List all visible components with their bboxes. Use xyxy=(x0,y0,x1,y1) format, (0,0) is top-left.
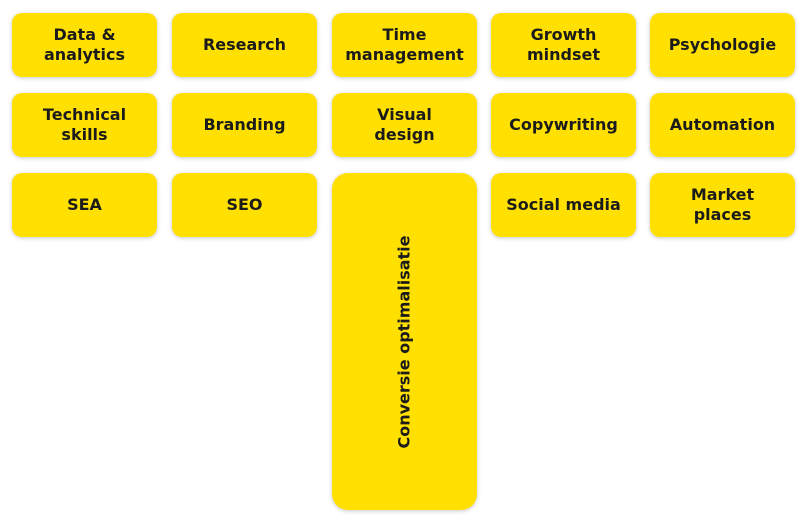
skill-tile-sea: SEA xyxy=(12,173,157,237)
skill-tile-time-management: Time management xyxy=(332,13,477,77)
skill-label: Research xyxy=(202,35,287,54)
skill-tile-research: Research xyxy=(172,13,317,77)
skill-label: Technical skills xyxy=(42,105,127,144)
skill-label: Growth mindset xyxy=(526,25,601,64)
skill-label: Psychologie xyxy=(668,35,777,54)
skill-label: Automation xyxy=(669,115,776,134)
skill-tile-technical-skills: Technical skills xyxy=(12,93,157,157)
skill-tile-seo: SEO xyxy=(172,173,317,237)
skill-label: Copywriting xyxy=(509,115,618,134)
skill-label: Visual design xyxy=(374,105,435,144)
skill-tile-automation: Automation xyxy=(650,93,795,157)
skill-tile-visual-design: Visual design xyxy=(332,93,477,157)
skill-tile-psychologie: Psychologie xyxy=(650,13,795,77)
skill-tile-conversie-optimalisatie: Conversie optimalisatie xyxy=(332,173,477,510)
skill-label: Branding xyxy=(203,115,286,134)
skill-tile-growth-mindset: Growth mindset xyxy=(491,13,636,77)
skill-tile-data-analytics: Data & analytics xyxy=(12,13,157,77)
skill-tile-social-media: Social media xyxy=(491,173,636,237)
skill-label: SEA xyxy=(67,195,102,214)
skill-label: Data & analytics xyxy=(43,25,126,64)
skill-label: SEO xyxy=(226,195,263,214)
skill-tile-market-places: Market places xyxy=(650,173,795,237)
skill-label: Social media xyxy=(506,195,621,214)
skill-tile-branding: Branding xyxy=(172,93,317,157)
skill-label: Conversie optimalisatie xyxy=(394,234,414,449)
skill-tile-copywriting: Copywriting xyxy=(491,93,636,157)
skill-label: Market places xyxy=(690,185,755,224)
skill-label: Time management xyxy=(345,25,464,64)
